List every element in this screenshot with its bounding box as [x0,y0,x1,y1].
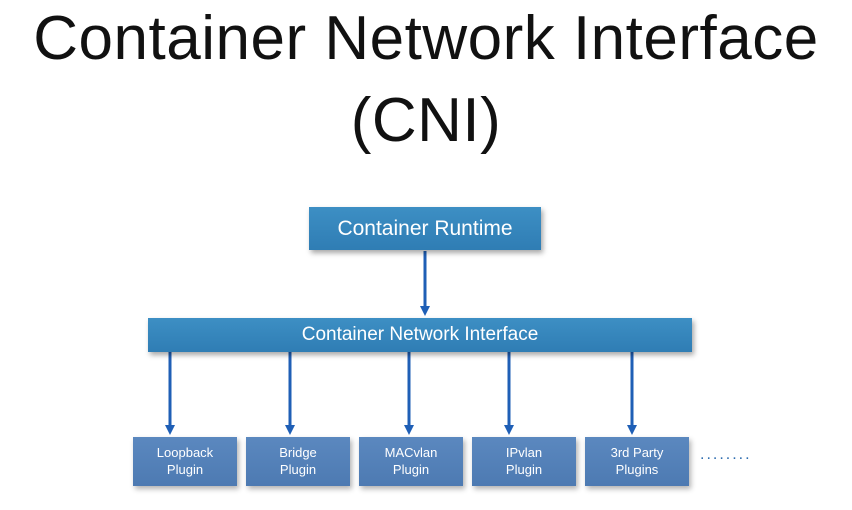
cni-bar: Container Network Interface [148,318,692,352]
plugin-macvlan: MACvlan Plugin [359,437,463,486]
plugin-ipvlan-line2: Plugin [505,461,543,477]
plugin-bridge: Bridge Plugin [246,437,350,486]
plugin-3rd-party-line1: 3rd Party [610,445,664,461]
plugin-3rd-party-line2: Plugins [615,461,659,477]
container-runtime-box: Container Runtime [309,207,541,250]
plugin-loopback-line1: Loopback [156,445,214,461]
cni-bar-label: Container Network Interface [301,324,539,345]
slide-subtitle: (CNI) [350,86,502,155]
plugin-ipvlan: IPvlan Plugin [472,437,576,486]
plugin-bridge-line2: Plugin [279,461,317,477]
plugin-macvlan-line2: Plugin [392,461,430,477]
plugin-bridge-line1: Bridge [279,445,317,461]
plugin-ipvlan-line1: IPvlan [505,445,543,461]
slide-title: Container Network Interface [33,4,819,73]
plugin-loopback: Loopback Plugin [133,437,237,486]
container-runtime-label: Container Runtime [337,216,513,240]
plugin-loopback-line2: Plugin [166,461,204,477]
more-plugins-ellipsis: ........ [700,446,752,463]
plugin-macvlan-line1: MACvlan [384,445,438,461]
plugin-3rd-party: 3rd Party Plugins [585,437,689,486]
